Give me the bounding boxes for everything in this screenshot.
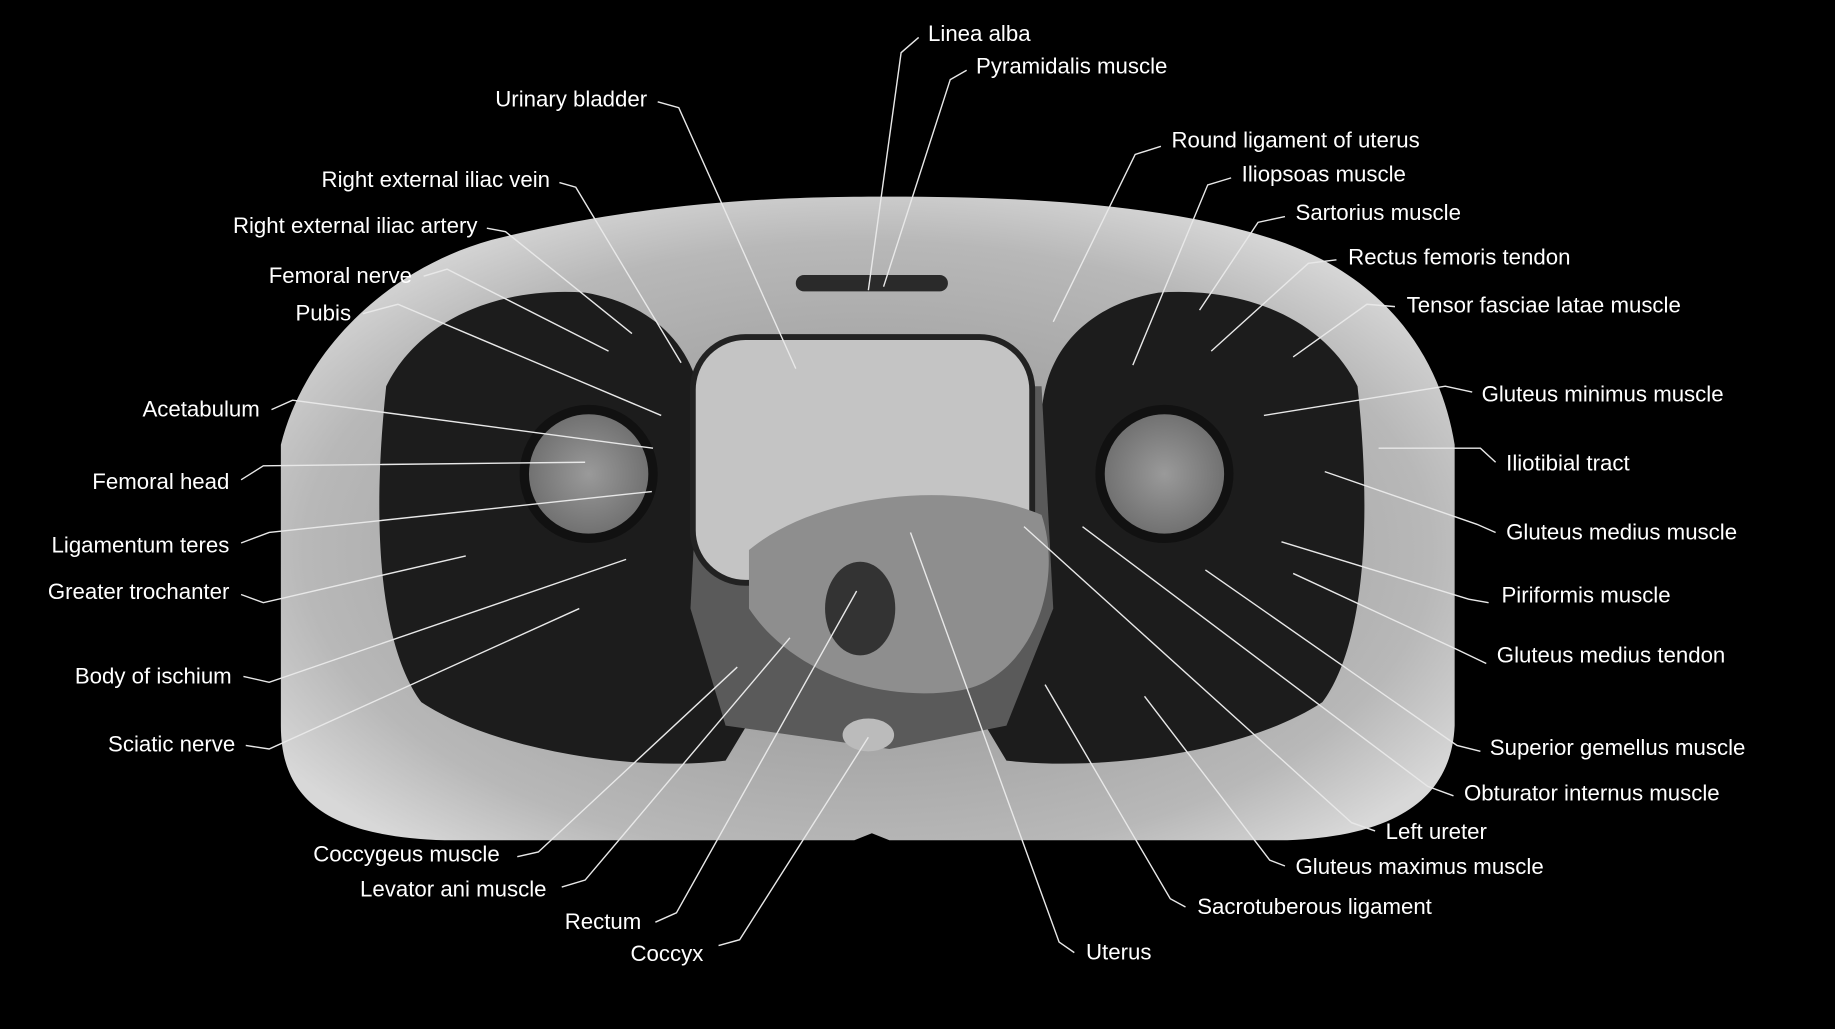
levator-ani-muscle-label: Levator ani muscle: [360, 876, 546, 901]
linea-alba-leader-line: [867, 36, 920, 291]
coccyx-label: Coccyx: [630, 941, 703, 966]
rectum-leader-line: [655, 590, 858, 923]
acetabulum-leader-line: [271, 399, 654, 449]
round-ligament-of-uterus-leader-line: [1052, 145, 1162, 323]
mri-image: [280, 196, 1455, 841]
pubis-leader-line: [362, 303, 662, 417]
pubis-label: Pubis: [295, 301, 351, 326]
urinary-bladder-label: Urinary bladder: [495, 86, 647, 111]
right-external-iliac-artery-label: Right external iliac artery: [233, 213, 478, 238]
right-femoral-head-image: [519, 404, 658, 544]
sacrotuberous-ligament-leader-line: [1044, 684, 1186, 908]
levator-ani-muscle-leader-line: [561, 637, 791, 888]
acetabulum-label: Acetabulum: [142, 397, 259, 422]
sacrotuberous-ligament-label: Sacrotuberous ligament: [1197, 894, 1432, 919]
iliotibial-tract-leader-line: [1378, 447, 1497, 463]
rectum-image: [825, 561, 896, 656]
rectus-femoris-tendon-label: Rectus femoris tendon: [1348, 244, 1570, 269]
femoral-nerve-leader-line: [423, 268, 609, 352]
body-of-ischium-leader-line: [243, 558, 627, 684]
femoral-nerve-label: Femoral nerve: [269, 263, 412, 288]
linea-alba-label: Linea alba: [928, 21, 1031, 46]
piriformis-muscle-leader-line: [1281, 541, 1489, 604]
left-ureter-leader-line: [1023, 526, 1376, 832]
greater-trochanter-label: Greater trochanter: [48, 579, 230, 604]
gluteus-medius-muscle-label: Gluteus medius muscle: [1506, 520, 1737, 545]
femoral-head-label: Femoral head: [92, 469, 229, 494]
uterus-label: Uterus: [1086, 940, 1151, 965]
coccygeus-muscle-leader-line: [517, 666, 738, 858]
gluteus-maximus-muscle-label: Gluteus maximus muscle: [1296, 854, 1544, 879]
sciatic-nerve-label: Sciatic nerve: [108, 731, 235, 756]
rectum-label: Rectum: [565, 909, 642, 934]
gluteus-medius-muscle-leader-line: [1324, 470, 1496, 534]
superior-gemellus-muscle-label: Superior gemellus muscle: [1490, 735, 1746, 760]
right-external-iliac-vein-label: Right external iliac vein: [322, 167, 550, 192]
uterus-leader-line: [909, 532, 1075, 954]
right-external-iliac-vein-leader-line: [559, 181, 682, 364]
round-ligament-of-uterus-label: Round ligament of uterus: [1171, 127, 1419, 152]
obturator-internus-muscle-leader-line: [1082, 526, 1454, 797]
ligamentum-teres-label: Ligamentum teres: [52, 532, 230, 557]
gluteus-medius-tendon-label: Gluteus medius tendon: [1497, 642, 1726, 667]
piriformis-muscle-label: Piriformis muscle: [1501, 583, 1670, 608]
gluteus-minimus-muscle-leader-line: [1263, 385, 1473, 417]
sartorius-muscle-leader-line: [1198, 215, 1286, 311]
sciatic-nerve-leader-line: [245, 607, 580, 750]
tensor-fasciae-latae-muscle-label: Tensor fasciae latae muscle: [1407, 292, 1681, 317]
sartorius-muscle-label: Sartorius muscle: [1296, 200, 1461, 225]
pyramidalis-muscle-leader-line: [882, 69, 968, 287]
tensor-fasciae-latae-muscle-leader-line: [1292, 303, 1396, 358]
obturator-internus-muscle-label: Obturator internus muscle: [1464, 780, 1720, 805]
superior-gemellus-muscle-leader-line: [1204, 569, 1481, 753]
coccyx-leader-line: [718, 736, 869, 947]
rectus-femoris-tendon-leader-line: [1210, 259, 1337, 352]
urinary-bladder-leader-line: [657, 101, 797, 369]
gluteus-minimus-muscle-label: Gluteus minimus muscle: [1482, 381, 1724, 406]
coccyx-image: [842, 718, 895, 752]
leader-lines: [240, 36, 1497, 954]
pyramidalis-muscle-label: Pyramidalis muscle: [976, 54, 1167, 79]
linea-alba-image: [795, 275, 948, 292]
gluteus-medius-tendon-leader-line: [1292, 572, 1487, 665]
uterus-image: [748, 495, 1049, 694]
right-external-iliac-artery-leader-line: [486, 227, 633, 335]
iliopsoas-muscle-leader-line: [1132, 177, 1232, 366]
left-femoral-head-image: [1095, 404, 1234, 544]
coccygeus-muscle-label: Coccygeus muscle: [313, 841, 499, 866]
left-ureter-label: Left ureter: [1386, 819, 1488, 844]
greater-trochanter-leader-line: [240, 555, 466, 604]
iliopsoas-muscle-label: Iliopsoas muscle: [1242, 161, 1406, 186]
iliotibial-tract-label: Iliotibial tract: [1506, 450, 1630, 475]
body-of-ischium-label: Body of ischium: [75, 663, 232, 688]
ligamentum-teres-leader-line: [240, 490, 652, 544]
femoral-head-leader-line: [240, 461, 586, 481]
gluteus-maximus-muscle-leader-line: [1143, 695, 1286, 867]
